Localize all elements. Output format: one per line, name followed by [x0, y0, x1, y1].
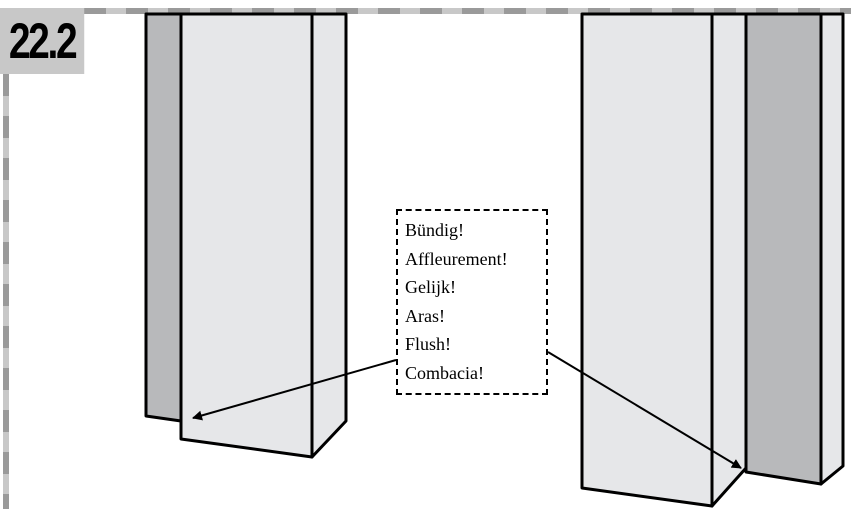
right-front-panel — [580, 12, 714, 508]
arrow-right-flush — [547, 351, 742, 469]
callout-label-en: Flush! — [405, 334, 452, 355]
flush-callout-box: Bündig! Affleurement! Gelijk! Aras! Flus… — [396, 209, 548, 395]
callout-label-tr: Aras! — [405, 305, 445, 326]
callout-label-fr: Affleurement! — [405, 248, 508, 269]
left-back-panel — [144, 12, 183, 423]
step-number-badge: 22.2 — [0, 8, 85, 74]
callout-label-it: Combacia! — [405, 362, 484, 383]
right-dark-panel — [744, 12, 823, 486]
right-side-panel — [710, 12, 748, 508]
callout-label-nl: Gelijk! — [405, 277, 456, 298]
callout-label-de: Bündig! — [405, 220, 465, 240]
left-side-panel — [310, 12, 348, 459]
right-far-side-panel — [819, 12, 845, 486]
arrow-left-flush — [192, 359, 397, 421]
step-number: 22.2 — [8, 13, 78, 69]
